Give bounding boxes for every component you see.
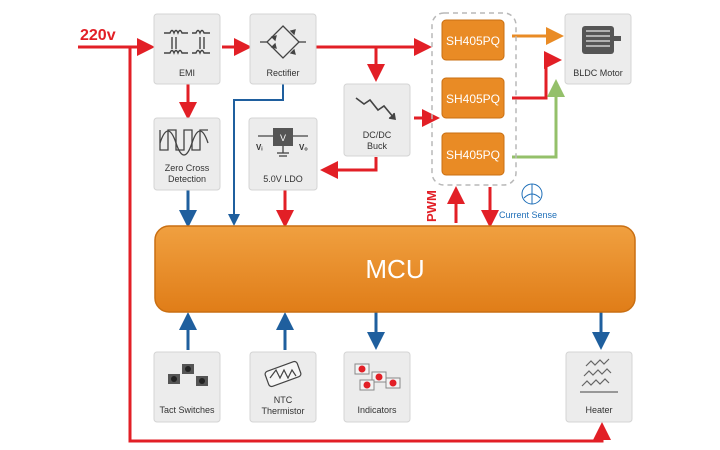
ldo-block[interactable]: V Vᵢ Vₒ 5.0V LDO (248, 117, 318, 191)
tact-switches-block[interactable]: Tact Switches (153, 351, 221, 423)
tact-switches-label: Tact Switches (159, 405, 215, 415)
ldo-out-pin: Vₒ (299, 143, 308, 152)
wire-buck-to-ldo (320, 157, 378, 179)
bldc-motor-label: BLDC Motor (573, 68, 623, 78)
current-sense-icon (521, 183, 543, 205)
mcu-block[interactable]: MCU (154, 225, 636, 313)
emi-filter-icon (164, 29, 210, 55)
wire-input-to-heater (128, 47, 611, 443)
buck-label-1: DC/DC (363, 130, 392, 140)
heater-block[interactable]: Heater (565, 351, 633, 423)
zero-cross-label-1: Zero Cross (165, 163, 210, 173)
indicators-block[interactable]: Indicators (343, 351, 411, 423)
driver-chip-3[interactable]: SH405PQ (441, 132, 505, 176)
bldc-motor-block[interactable]: BLDC Motor (564, 13, 632, 85)
heater-icon (580, 358, 618, 393)
rectifier-block[interactable]: Rectifier (249, 13, 317, 85)
emi-label: EMI (179, 68, 195, 78)
pwm-label: PWM (424, 190, 439, 222)
driver-chip-3-label: SH405PQ (446, 148, 500, 162)
ntc-thermistor-block[interactable]: NTC Thermistor (249, 351, 317, 423)
driver-chip-1[interactable]: SH405PQ (441, 19, 505, 61)
wire-driver3-to-motor (512, 79, 565, 159)
driver-chip-1-label: SH405PQ (446, 34, 500, 48)
step-down-icon (355, 97, 396, 120)
voltage-regulator-icon: V Vᵢ Vₒ (256, 128, 308, 157)
wire-driver2-to-motor (512, 51, 562, 100)
sine-wave-icon (159, 129, 209, 156)
emi-block[interactable]: EMI (153, 13, 221, 85)
buck-block[interactable]: DC/DC Buck (343, 83, 411, 157)
zero-cross-block[interactable]: Zero Cross Detection (153, 117, 221, 191)
current-sense-label: Current Sense (499, 210, 557, 220)
zero-cross-label-2: Detection (168, 174, 206, 184)
indicators-label: Indicators (357, 405, 397, 415)
ntc-label-2: Thermistor (261, 406, 304, 416)
driver-chip-2[interactable]: SH405PQ (441, 77, 505, 119)
ldo-label: 5.0V LDO (263, 174, 303, 184)
ldo-in-pin: Vᵢ (256, 143, 262, 152)
heater-label: Heater (585, 405, 612, 415)
driver-group: SH405PQ SH405PQ SH405PQ (431, 12, 517, 186)
thermistor-icon (264, 360, 302, 388)
rectifier-label: Rectifier (266, 68, 299, 78)
input-voltage-label: 220v (80, 27, 116, 44)
wire-rectifier-to-mcu (228, 84, 284, 226)
mcu-label: MCU (365, 254, 424, 284)
motor-icon (582, 26, 621, 54)
bridge-rectifier-icon (260, 25, 306, 59)
signal-wires (179, 84, 610, 350)
buck-label-2: Buck (367, 141, 388, 151)
ntc-label-1: NTC (274, 395, 293, 405)
driver-chip-2-label: SH405PQ (446, 92, 500, 106)
ldo-center-label: V (280, 133, 286, 143)
led-icon (354, 363, 401, 391)
power-wires (78, 27, 611, 443)
tact-switch-icon (168, 364, 208, 386)
